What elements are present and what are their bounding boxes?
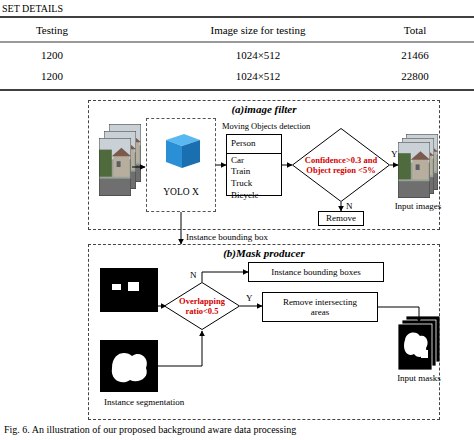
edge-label: Instance bounding box — [186, 232, 268, 242]
node-title: Person — [227, 135, 281, 154]
decision-diamond: Confidence>0.3 and Object region <5% — [292, 128, 390, 202]
node-title: YOLO X — [147, 187, 215, 197]
node-title: Overlapping ratio<0.5 — [174, 296, 230, 316]
table-header: Testing — [36, 24, 68, 36]
box-mask — [100, 268, 158, 312]
stage-group: YOLO X PersonCar Train Truck Bicycle Confi… — [88, 100, 440, 230]
node-title: Remove intersecting areas — [276, 297, 364, 318]
annotation: Instance segmentation — [104, 397, 184, 407]
table-header: Image size for testing — [211, 24, 306, 36]
process-box: Remove — [318, 211, 364, 226]
table-cell: 1200 — [41, 70, 63, 82]
diamond-shape — [165, 283, 240, 330]
output-image: Input images — [398, 138, 438, 198]
flow-arrow — [132, 167, 145, 168]
diamond-shape — [293, 129, 390, 202]
node-title: Remove — [324, 213, 358, 223]
node-title: (a)image filter — [89, 103, 439, 115]
flow-arrow — [181, 212, 182, 244]
process-box: Remove intersecting areas — [262, 292, 378, 322]
annotation: Moving Objects detection — [222, 121, 310, 131]
table-rule — [0, 16, 474, 18]
input-frames — [99, 124, 141, 196]
node-title: Input masks — [397, 373, 441, 383]
node-title: Input images — [395, 201, 442, 211]
table-cell: 21466 — [401, 49, 429, 61]
flow-arrow — [158, 331, 202, 366]
node-title: (b)Mask producer — [89, 247, 439, 259]
segmentation-mask — [100, 340, 158, 392]
edge-label: N — [190, 270, 197, 280]
flow-arrow — [282, 165, 292, 166]
flow-arrow — [202, 272, 248, 282]
table-title: SET DETAILS — [2, 3, 63, 14]
output-frames — [398, 134, 438, 198]
yolo-cube — [166, 134, 200, 168]
table-cell: 1024×512 — [236, 70, 281, 82]
process-box: Instance bounding boxes — [248, 262, 384, 282]
table-header: Total — [404, 24, 426, 36]
node-title: Instance bounding boxes — [269, 267, 362, 277]
detector-box: YOLO X — [146, 118, 216, 212]
table-rule — [0, 89, 474, 91]
stage-group: Overlapping ratio<0.5 Instance bounding b… — [88, 244, 440, 420]
edge-label: Y — [391, 149, 398, 159]
table-rule — [0, 42, 474, 43]
flow-arrow — [240, 306, 262, 307]
flow-arrow — [378, 307, 419, 322]
edge-label: Y — [246, 293, 253, 303]
output-mask: Input masks — [398, 322, 440, 370]
table-cell: 1024×512 — [236, 49, 281, 61]
table-cell: 1200 — [41, 49, 63, 61]
flow-arrow — [216, 165, 226, 166]
node-body: Car Train Truck Bicycle — [227, 154, 267, 203]
node-title: Confidence>0.3 and Object region <5% — [301, 155, 381, 175]
flow-arrow — [341, 202, 342, 211]
class-list-box: PersonCar Train Truck Bicycle — [226, 134, 282, 196]
decision-diamond: Overlapping ratio<0.5 — [164, 282, 240, 330]
flow-arrow — [390, 165, 398, 166]
edge-label: N — [346, 201, 353, 211]
table-cell: 22800 — [401, 70, 429, 82]
output-masks — [398, 316, 440, 370]
figure-caption: Fig. 6. An illustration of our proposed … — [4, 424, 296, 435]
